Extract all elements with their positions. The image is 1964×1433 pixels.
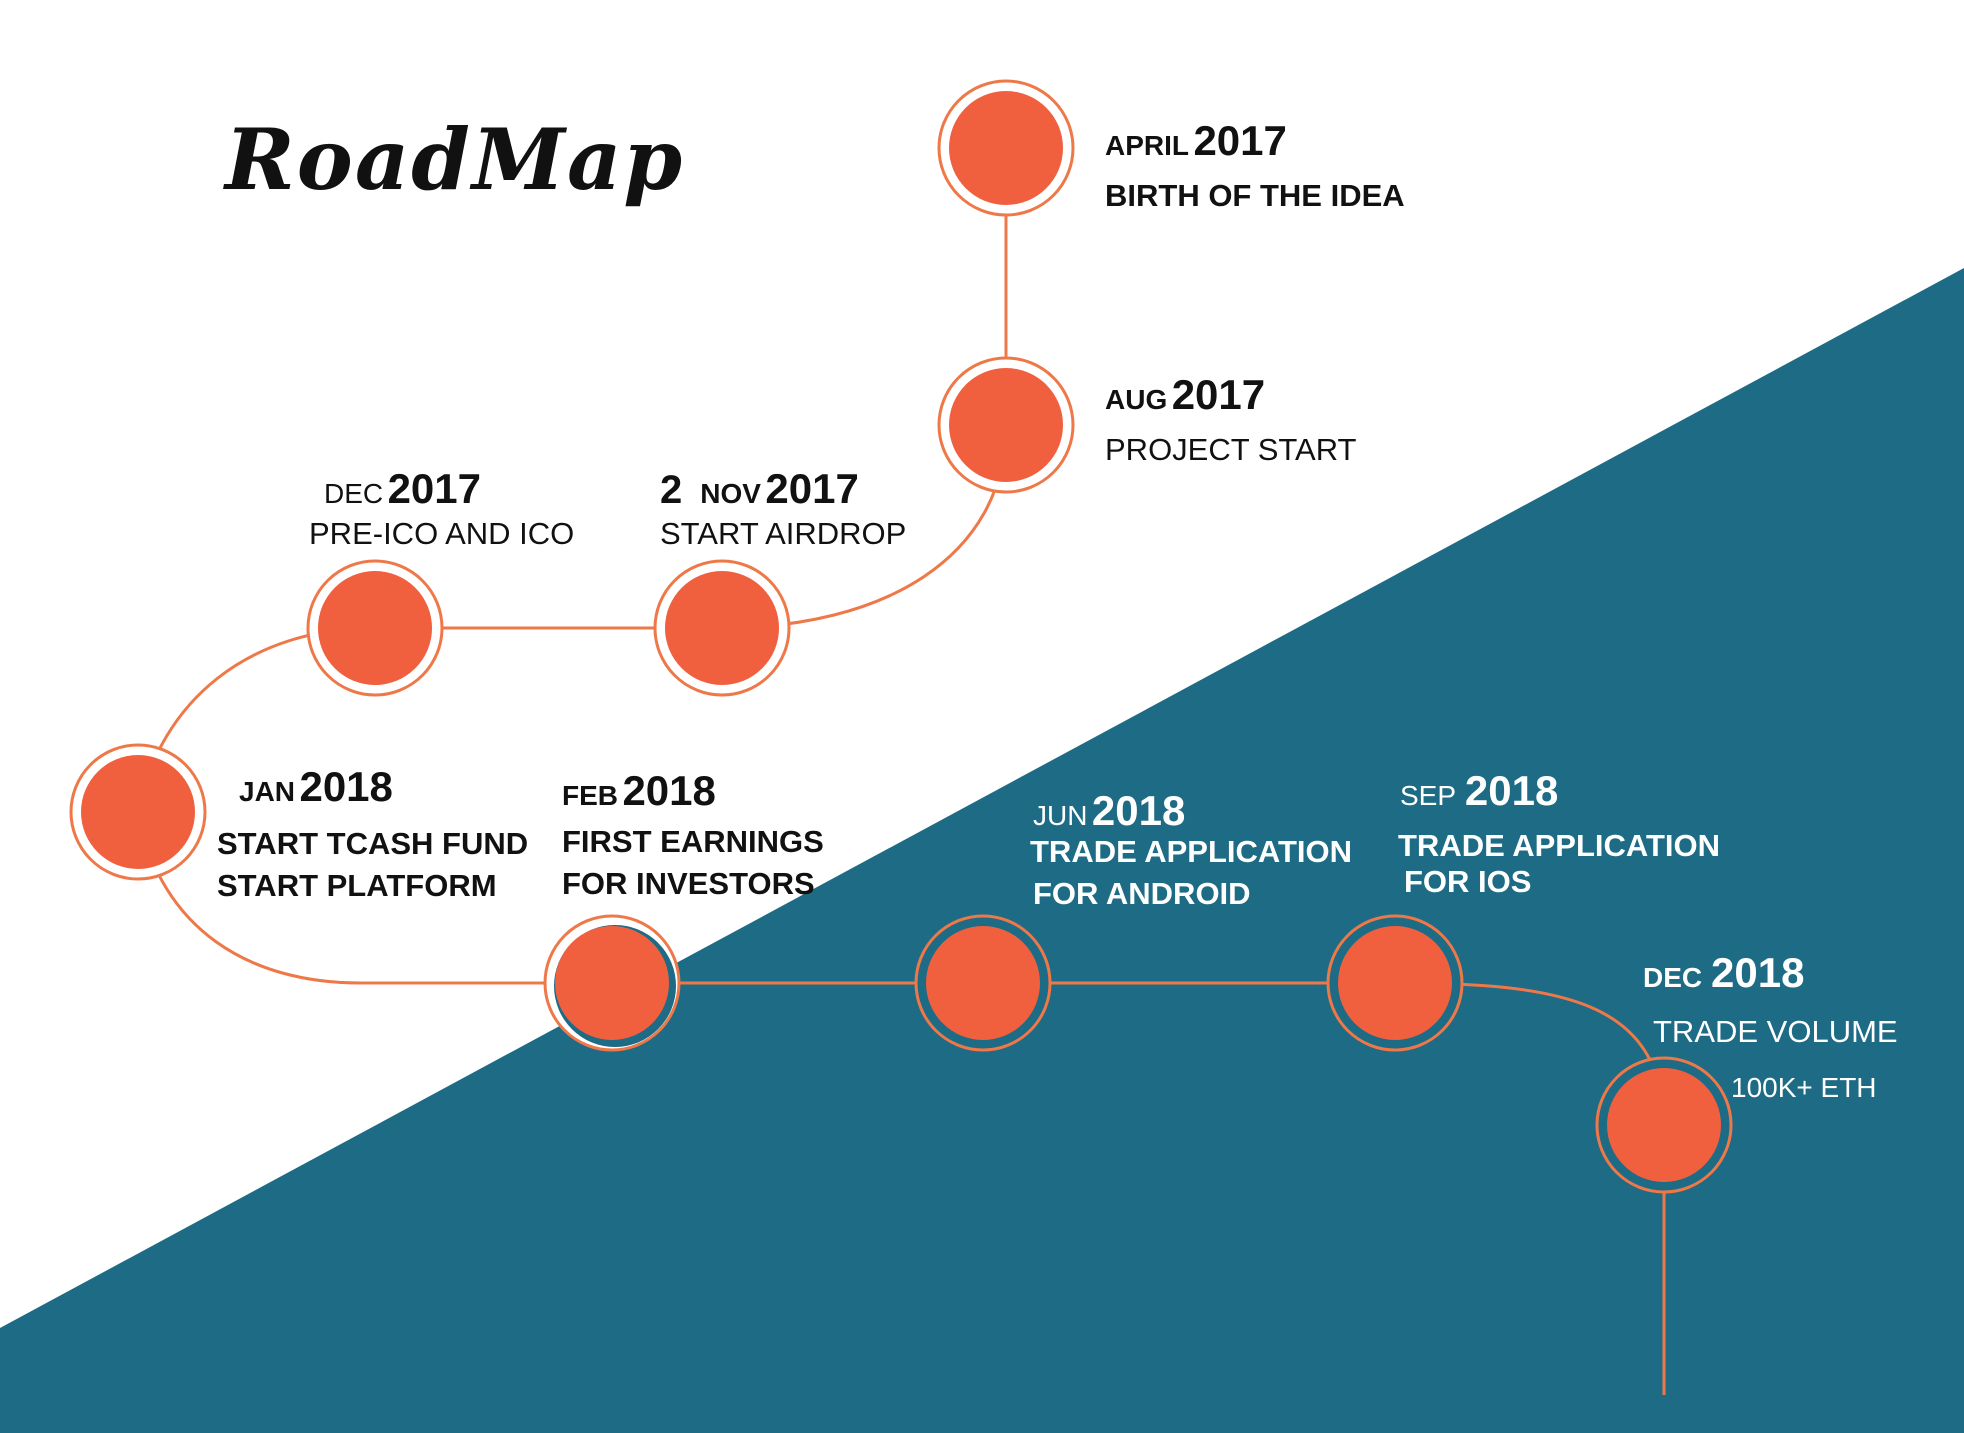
milestone-dec-2017: DEC 2017 PRE-ICO AND ICO — [309, 468, 574, 554]
milestone-node-8 — [1326, 914, 1464, 1052]
milestone-year: 2018 — [299, 763, 393, 810]
milestone-description: TRADE APPLICATION — [1398, 828, 1721, 863]
milestone-description: FOR IOS — [1404, 864, 1532, 900]
milestone-jun-2018: JUN 2018 TRADE APPLICATION FOR ANDROID — [1030, 790, 1352, 915]
milestone-node-2 — [937, 356, 1075, 494]
node-dot — [1338, 926, 1452, 1040]
milestone-jan-2018: JAN 2018 START TCASH FUND START PLATFORM — [217, 766, 528, 907]
milestone-description: FOR ANDROID — [1033, 876, 1251, 912]
milestone-node-5 — [69, 743, 207, 881]
milestone-month: FEB — [562, 780, 618, 811]
milestone-year: 2018 — [1711, 949, 1805, 996]
milestone-year: 2017 — [1171, 371, 1266, 418]
node-dot — [665, 571, 779, 685]
milestone-sep-2018: SEP 2018 TRADE APPLICATION FOR IOS — [1398, 770, 1720, 903]
milestone-month: AUG — [1105, 384, 1168, 415]
node-dot — [1607, 1068, 1721, 1182]
milestone-description: PROJECT START — [1105, 432, 1357, 467]
milestone-description: FOR INVESTORS — [562, 866, 815, 902]
milestone-description: BIRTH OF THE IDEA — [1105, 178, 1405, 213]
milestone-description: 100K+ ETH — [1731, 1072, 1877, 1104]
node-dot — [555, 926, 669, 1040]
milestone-year: 2018 — [1091, 787, 1186, 834]
milestone-description: PRE-ICO AND ICO — [309, 516, 575, 551]
milestone-node-4 — [306, 559, 444, 697]
milestone-month: NOV — [700, 478, 761, 509]
milestone-month: JUN — [1033, 800, 1088, 831]
milestone-description: TRADE APPLICATION — [1030, 834, 1353, 869]
milestone-description: FIRST EARNINGS — [562, 824, 824, 859]
milestone-dec-2018: DEC 2018 TRADE VOLUME 100K+ ETH — [1643, 952, 1898, 1107]
node-dot — [81, 755, 195, 869]
node-dot — [318, 571, 432, 685]
milestone-year: 2017 — [1193, 117, 1287, 164]
milestone-aug-2017: AUG 2017 PROJECT START — [1105, 374, 1356, 470]
node-dot — [949, 91, 1063, 205]
node-dot — [949, 368, 1063, 482]
milestone-year: 2017 — [387, 465, 482, 512]
milestone-description: START PLATFORM — [217, 868, 497, 904]
milestone-year: 2018 — [1464, 767, 1559, 814]
milestone-description: START TCASH FUND — [217, 826, 529, 861]
milestone-month: JAN — [239, 776, 296, 807]
milestone-month: DEC — [1643, 962, 1703, 993]
milestone-node-6 — [543, 914, 681, 1052]
teal-diagonal-panel — [0, 268, 1964, 1433]
milestone-node-1 — [937, 79, 1075, 217]
milestone-node-3 — [653, 559, 791, 697]
milestone-nov-2017: 2 NOV 2017 START AIRDROP — [660, 468, 906, 554]
milestone-april-2017: APRIL 2017 BIRTH OF THE IDEA — [1105, 120, 1405, 216]
milestone-month: APRIL — [1105, 130, 1189, 161]
milestone-description: TRADE VOLUME — [1653, 1014, 1898, 1049]
milestone-year: 2018 — [622, 767, 716, 814]
milestone-feb-2018: FEB 2018 FIRST EARNINGS FOR INVESTORS — [562, 770, 824, 905]
milestone-month: SEP — [1400, 780, 1457, 811]
milestone-month: DEC — [324, 478, 384, 509]
milestone-node-9 — [1595, 1056, 1733, 1194]
milestone-day: 2 — [660, 468, 683, 512]
milestone-description: START AIRDROP — [660, 516, 907, 551]
milestone-node-7 — [914, 914, 1052, 1052]
node-dot — [926, 926, 1040, 1040]
page-title: RoadMap — [225, 110, 685, 209]
milestone-year: 2017 — [765, 465, 859, 512]
